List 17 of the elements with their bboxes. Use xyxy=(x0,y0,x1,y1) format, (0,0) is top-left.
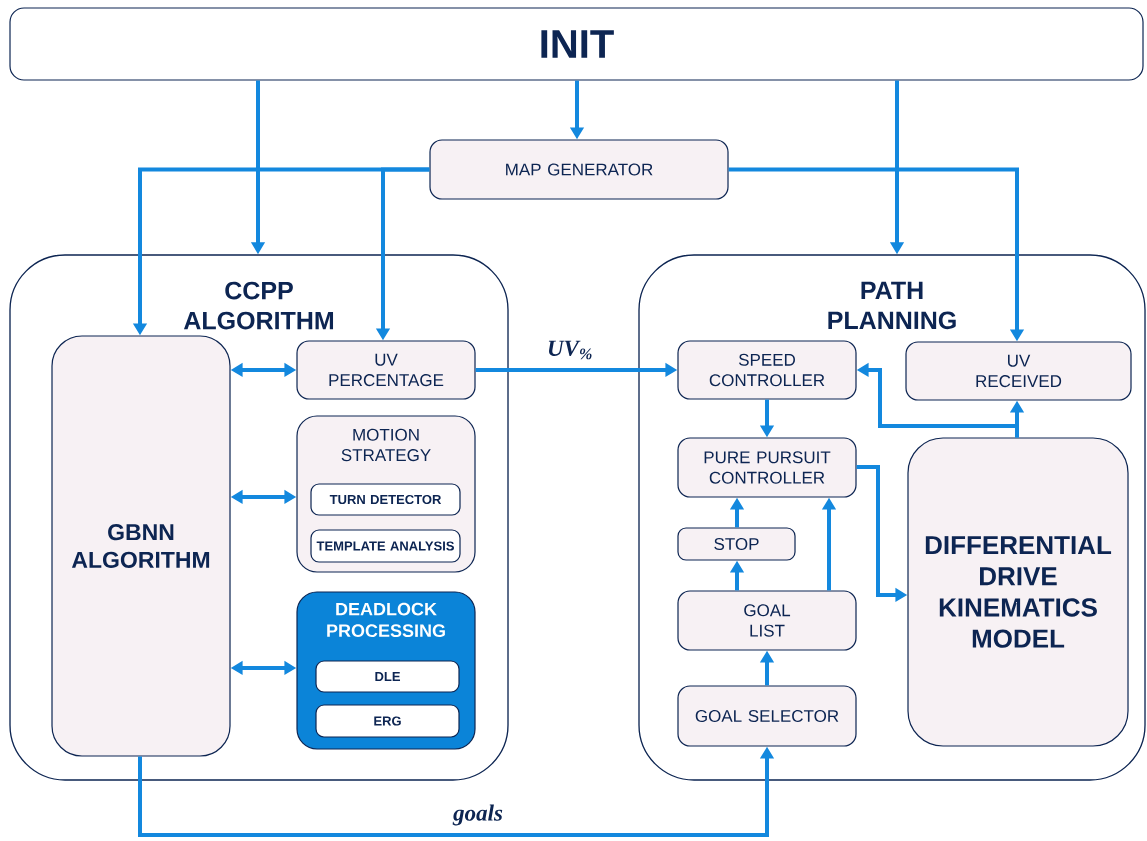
edge-label: UV$_{%}$ xyxy=(544,337,596,362)
edge-label: goals xyxy=(450,801,506,829)
process-box: DIFFERENTIAL DRIVE KINEMATICS MODEL xyxy=(907,437,1129,747)
process-box: PURE PURSUIT CONTROLLER xyxy=(677,437,857,498)
process-box: GBNN ALGORITHM xyxy=(51,335,231,757)
process-box: UV RECEIVED xyxy=(905,341,1132,401)
process-box: GOAL SELECTOR xyxy=(677,685,857,747)
component-box: TEMPLATE ANALYSIS xyxy=(310,529,461,563)
component-box: ERG xyxy=(315,704,460,738)
process-box: SPEED CONTROLLER xyxy=(677,340,857,400)
process-box: STOP xyxy=(677,527,796,561)
component-box: TURN DETECTOR xyxy=(310,483,461,516)
init-box: INIT xyxy=(9,7,1144,81)
process-box: GOAL LIST xyxy=(677,590,857,651)
component-box: DLE xyxy=(315,660,460,693)
process-box: UV PERCENTAGE xyxy=(296,340,476,400)
process-box: MAP GENERATOR xyxy=(429,139,729,200)
